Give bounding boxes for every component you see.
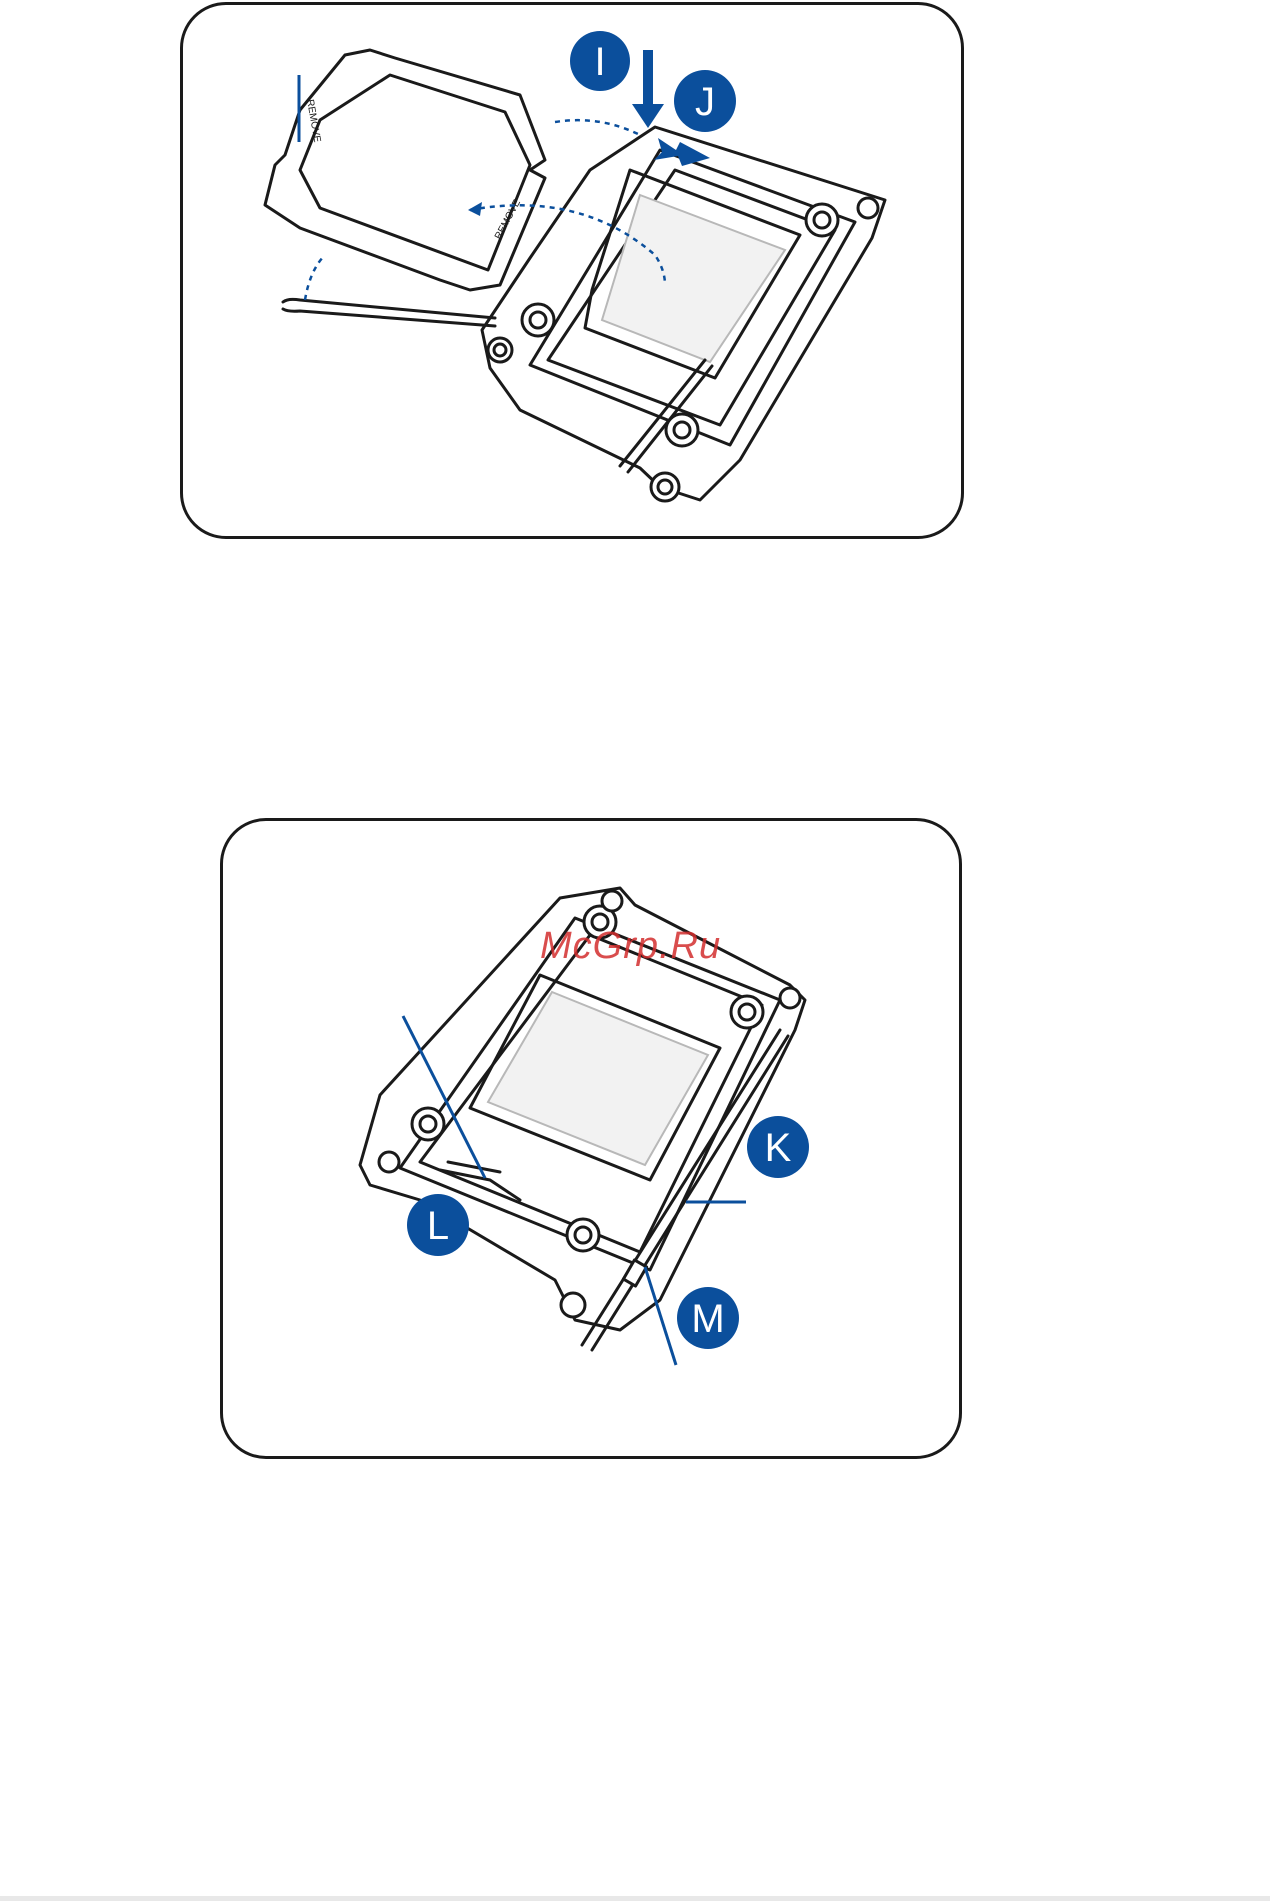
pnp-cap: REMOVE REMOVE — [265, 50, 545, 290]
bottom-illustration-panel — [220, 818, 962, 1459]
svg-text:I: I — [594, 40, 605, 84]
watermark-text: McGrp.Ru — [540, 925, 721, 968]
badge-j: J — [674, 70, 736, 132]
svg-text:J: J — [695, 80, 715, 124]
top-socket-diagram: REMOVE REMOVE I J — [265, 31, 885, 501]
page-footer-bar — [0, 1896, 1270, 1901]
press-down-arrow — [632, 50, 664, 128]
badge-i: I — [570, 31, 630, 91]
motion-arc-top — [555, 120, 640, 135]
motion-arc-left — [305, 255, 325, 300]
